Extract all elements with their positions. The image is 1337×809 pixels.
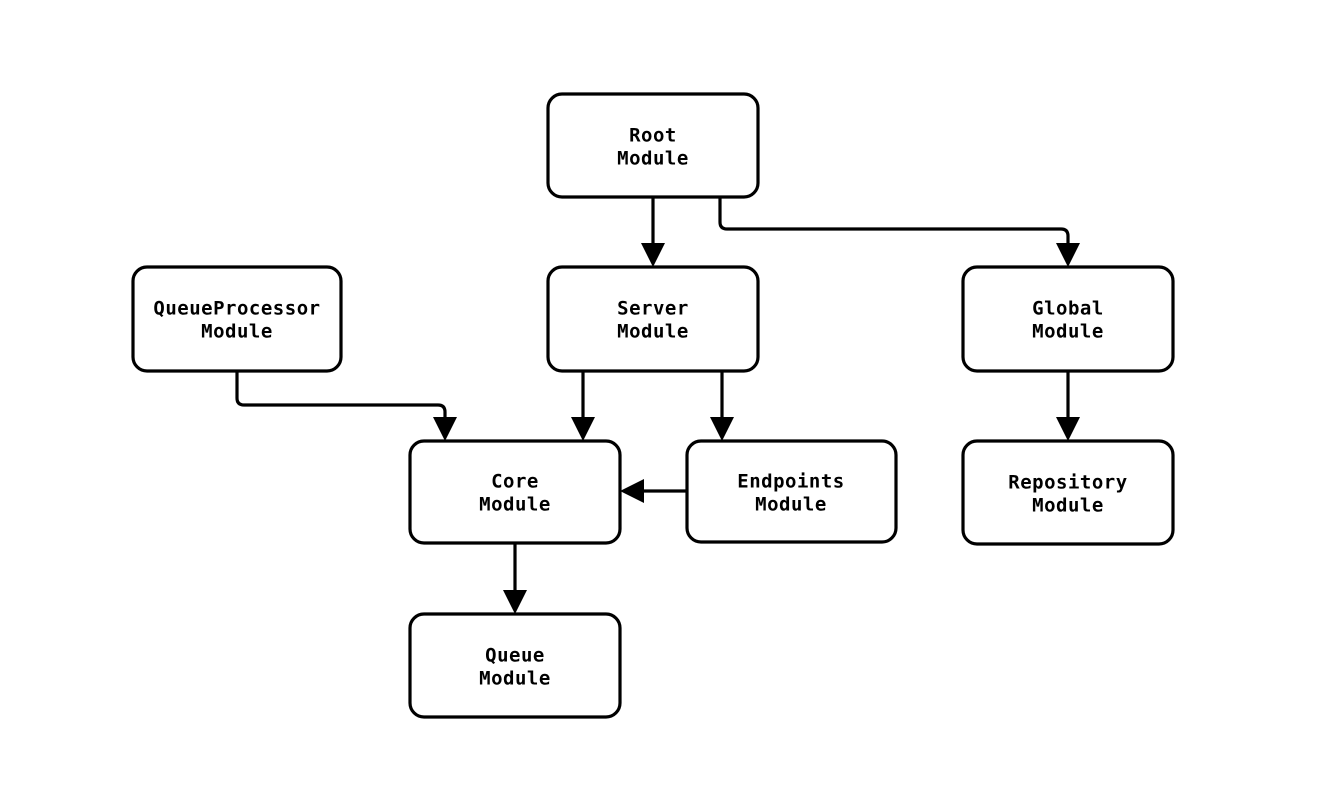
repository-module-label-line1: Repository — [1008, 472, 1127, 494]
edge-global-to-repository — [1056, 371, 1080, 441]
arrowhead-icon — [571, 417, 595, 441]
repository-module-box[interactable] — [961, 439, 1175, 546]
arrowhead-icon — [433, 417, 457, 441]
queue-module-node[interactable]: Queue Module — [408, 612, 622, 719]
global-module-node[interactable]: Global Module — [961, 265, 1175, 373]
edge-endpoints-to-core — [620, 479, 687, 503]
edge-server-to-endpoints — [710, 371, 734, 441]
server-module-label-line2: Module — [617, 321, 689, 343]
root-module-box[interactable] — [546, 92, 760, 199]
edge-server-to-core — [571, 371, 595, 441]
global-module-box[interactable] — [961, 265, 1175, 373]
arrowhead-icon — [503, 590, 527, 614]
queueprocessor-module-label-line2: Module — [201, 321, 273, 343]
root-module-label-line1: Root — [629, 125, 677, 147]
arrowhead-icon — [1056, 243, 1080, 267]
arrowhead-icon — [620, 479, 644, 503]
core-module-node[interactable]: Core Module — [408, 439, 622, 545]
core-module-label-line2: Module — [479, 494, 551, 516]
endpoints-module-label-line2: Module — [755, 494, 827, 516]
queue-module-box[interactable] — [408, 612, 622, 719]
edge-queueprocessor-to-core — [235, 371, 457, 441]
arrowhead-icon — [1056, 417, 1080, 441]
repository-module-node[interactable]: Repository Module — [961, 439, 1175, 546]
global-module-label-line1: Global — [1032, 298, 1104, 320]
arrowhead-icon — [710, 417, 734, 441]
endpoints-module-node[interactable]: Endpoints Module — [685, 439, 898, 544]
edge-root-to-server — [641, 197, 665, 267]
core-module-box[interactable] — [408, 439, 622, 545]
server-module-node[interactable]: Server Module — [546, 265, 760, 373]
global-module-label-line2: Module — [1032, 321, 1104, 343]
repository-module-label-line2: Module — [1032, 495, 1104, 517]
queueprocessor-module-box[interactable] — [131, 265, 343, 373]
server-module-box[interactable] — [546, 265, 760, 373]
arrowhead-icon — [641, 243, 665, 267]
edge-core-to-queue — [503, 543, 527, 614]
core-module-label-line1: Core — [491, 471, 539, 493]
edge-root-to-global — [718, 197, 1080, 267]
endpoints-module-label-line1: Endpoints — [737, 471, 844, 493]
endpoints-module-box[interactable] — [685, 439, 898, 544]
queue-module-label-line2: Module — [479, 668, 551, 690]
queueprocessor-module-label-line1: QueueProcessor — [153, 298, 320, 320]
queueprocessor-module-node[interactable]: QueueProcessor Module — [131, 265, 343, 373]
queue-module-label-line1: Queue — [485, 645, 545, 667]
server-module-label-line1: Server — [617, 298, 689, 320]
root-module-node[interactable]: Root Module — [546, 92, 760, 199]
root-module-label-line2: Module — [617, 148, 689, 170]
